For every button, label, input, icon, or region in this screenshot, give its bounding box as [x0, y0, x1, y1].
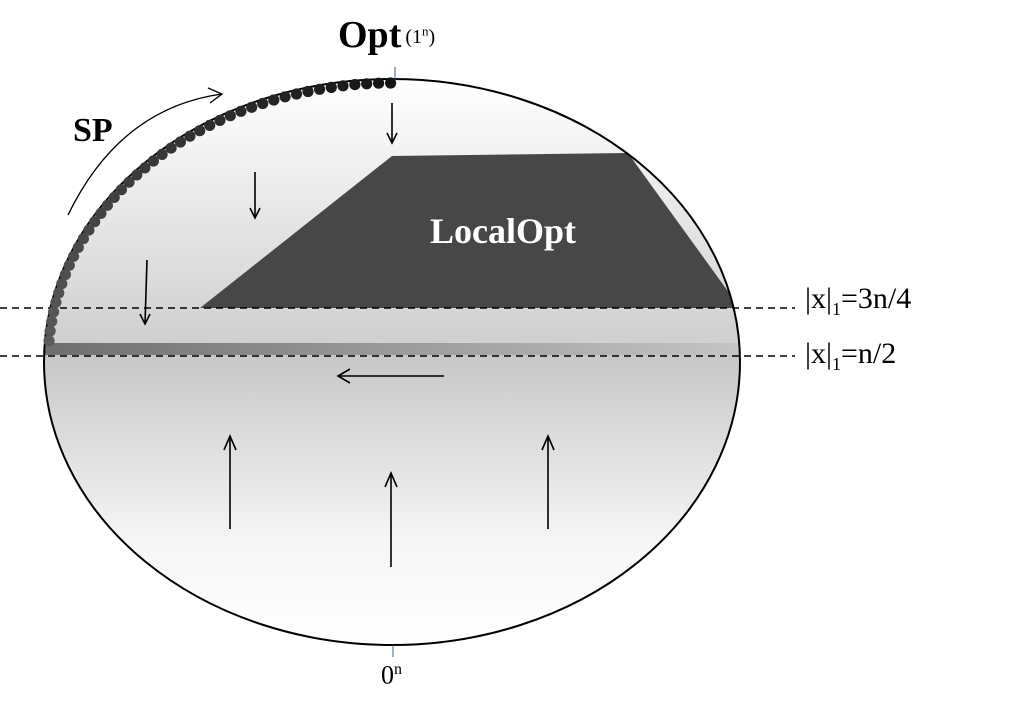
- level-3n4-prefix: |x|: [805, 282, 833, 315]
- arrow-up-right: [541, 433, 555, 529]
- sp-path-dot: [50, 296, 62, 308]
- level-3n4-sub: 1: [832, 299, 842, 319]
- sp-path-dot: [68, 250, 80, 262]
- sp-path-dot: [361, 78, 373, 90]
- opt-label: Opt(1n): [338, 16, 435, 54]
- level-n-half-band: [44, 343, 740, 355]
- sp-path-dot: [224, 110, 236, 122]
- opt-point-exp: n: [422, 23, 429, 39]
- zero-base: 0: [381, 660, 394, 690]
- sp-path-dots: [43, 77, 397, 347]
- zero-exp: n: [394, 661, 402, 678]
- level-3n4-value: =3n/4: [841, 282, 912, 315]
- opt-title: Opt: [338, 14, 402, 56]
- level-n2-sub: 1: [832, 354, 842, 374]
- sp-path-dot: [46, 315, 58, 327]
- sp-arrowhead: [207, 87, 224, 104]
- sp-path-dot: [165, 142, 177, 154]
- level-label-3n4: |x|1=3n/4: [805, 282, 912, 319]
- opt-point-label: (1n): [405, 23, 436, 48]
- sp-path-dot: [139, 162, 151, 174]
- sp-path-dot: [373, 77, 385, 89]
- sp-path-dot: [59, 268, 71, 281]
- local-opt-label: LocalOpt: [430, 211, 577, 251]
- sp-path-dot: [246, 101, 258, 113]
- sp-path-dot: [89, 216, 101, 228]
- sp-path-dot: [83, 224, 95, 236]
- sp-path-dot: [302, 85, 314, 98]
- sp-label: SP: [73, 112, 113, 149]
- sp-path-dot: [77, 233, 89, 245]
- sp-path-dot: [72, 241, 84, 253]
- sp-path-dot: [44, 325, 56, 337]
- sp-path-dot: [48, 306, 60, 318]
- arrow-down-top: [386, 103, 398, 145]
- arrow-up-center: [384, 470, 398, 567]
- sp-path-dot: [63, 259, 75, 271]
- sp-path-dot: [53, 287, 65, 299]
- sp-path-dot: [131, 169, 143, 181]
- sp-path-dot: [349, 79, 361, 91]
- level-label-n2: |x|1=n/2: [805, 337, 897, 374]
- sp-path-dot: [95, 207, 107, 219]
- sp-path-dot: [268, 94, 280, 106]
- local-opt-region: [200, 153, 740, 308]
- sp-direction-arrow: [67, 93, 223, 216]
- opt-point-base: 1: [412, 26, 423, 48]
- sp-path-dot: [108, 191, 120, 203]
- sp-path-dot: [279, 91, 291, 103]
- sp-path-dot: [101, 199, 113, 211]
- sp-path-dot: [314, 83, 326, 95]
- sp-path-dot: [156, 148, 168, 160]
- sp-path-dot: [385, 77, 397, 89]
- level-n2-value: =n/2: [841, 337, 897, 370]
- sp-path-dot: [194, 125, 206, 137]
- arrow-left-middle: [336, 368, 444, 384]
- arrow-up-left: [223, 433, 237, 529]
- sp-path-dot: [184, 130, 196, 142]
- sp-path-dot: [235, 105, 247, 117]
- lower-region: [44, 349, 740, 645]
- zero-point-label: 0n: [381, 662, 402, 689]
- arrow-down-left-upper: [249, 172, 261, 220]
- arrow-down-left-lower: [139, 259, 151, 326]
- sp-path-dot: [204, 119, 216, 131]
- sp-path-dot: [257, 97, 269, 110]
- sp-path-dot: [147, 155, 159, 167]
- sp-path-dot: [214, 114, 226, 126]
- sp-path-dot: [325, 81, 337, 93]
- sp-path-dot: [123, 176, 135, 188]
- sp-path-dot: [43, 335, 55, 347]
- sp-path-dot: [56, 278, 68, 290]
- sp-path-dot: [290, 88, 303, 100]
- level-n2-prefix: |x|: [805, 337, 833, 370]
- sp-path-dot: [115, 184, 127, 196]
- sp-path-dot: [174, 136, 186, 148]
- sp-path-dot: [337, 80, 349, 92]
